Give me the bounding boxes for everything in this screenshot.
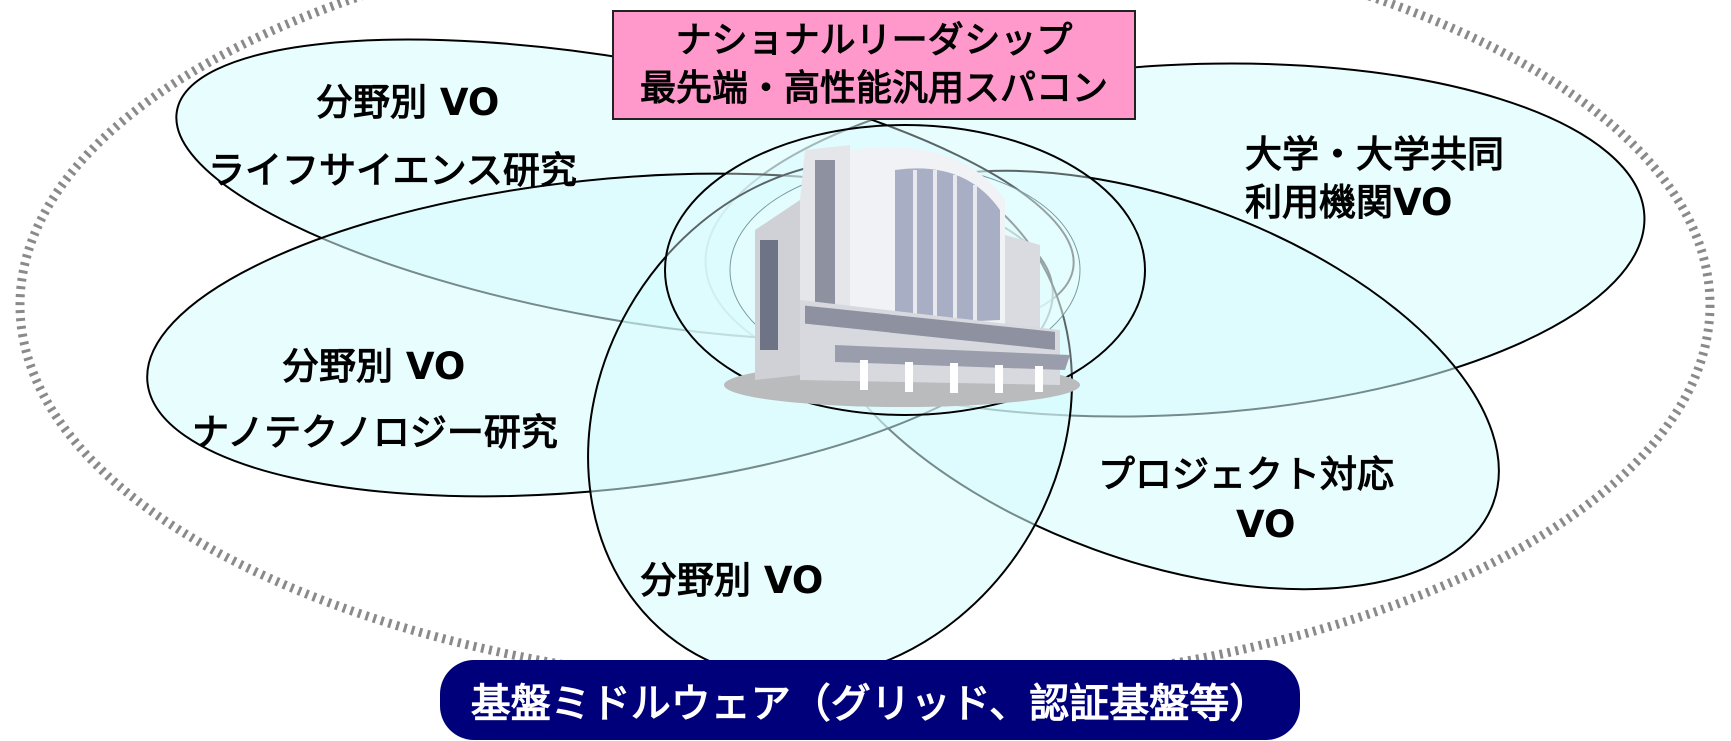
- top-box-line1: ナショナルリーダシップ: [675, 20, 1073, 61]
- label-project-line2: VO: [1236, 503, 1296, 546]
- label-life-science-line1: 分野別 VO: [316, 81, 500, 124]
- label-field-vo-bottom: 分野別 VO: [640, 559, 824, 602]
- label-university-line1: 大学・大学共同: [1245, 133, 1504, 176]
- label-life-science-line2: ライフサイエンス研究: [208, 149, 577, 192]
- base-middleware-pill: 基盤ミドルウェア（グリッド、認証基盤等）: [440, 660, 1300, 740]
- label-nanotech-line2: ナノテクノロジー研究: [192, 411, 558, 454]
- building-icon: [724, 145, 1080, 407]
- national-leadership-box: ナショナルリーダシップ 最先端・高性能汎用スパコン: [612, 10, 1136, 120]
- outer-dotted-ring: [15, 0, 1715, 695]
- label-university-line2: 利用機関VO: [1245, 181, 1453, 224]
- label-project-line1: プロジェクト対応: [1098, 453, 1394, 496]
- top-box-line2: 最先端・高性能汎用スパコン: [639, 68, 1108, 109]
- label-nanotech-line1: 分野別 VO: [282, 345, 466, 388]
